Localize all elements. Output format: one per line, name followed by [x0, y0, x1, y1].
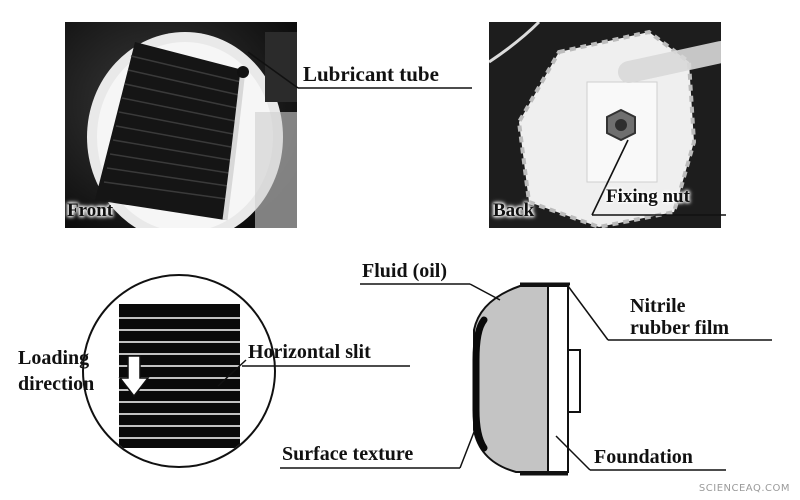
watermark: SCIENCEAQ.COM: [698, 483, 790, 494]
front-photo: Front: [65, 22, 297, 228]
lubricant-tube-leader: [247, 51, 472, 89]
textured-pad: [95, 42, 243, 220]
lubricant-tube-label: Lubricant tube: [303, 62, 439, 86]
loading-direction-label-line2: direction: [18, 373, 95, 395]
cross-section: [280, 282, 772, 476]
fluid-oil-label: Fluid (oil): [362, 260, 448, 282]
fixing-nut-leader: [591, 139, 726, 216]
back-label: Back: [493, 200, 535, 221]
horizontal-slit-label: Horizontal slit: [248, 341, 371, 363]
nitrile-film-label-line2: rubber film: [630, 317, 730, 339]
surface-texture-label: Surface texture: [282, 443, 414, 465]
texture-magnified-view: [82, 274, 410, 468]
back-photo: Back: [489, 22, 721, 228]
nitrile-film-label-line1: Nitrile: [630, 295, 686, 317]
surface-texture-layer: [472, 316, 488, 452]
loading-direction-label-line1: Loading: [18, 347, 90, 369]
loading-direction-arrow: [118, 355, 150, 398]
foundation-label: Foundation: [594, 446, 693, 468]
fixing-nut-label: Fixing nut: [606, 186, 690, 207]
front-label: Front: [67, 200, 114, 221]
